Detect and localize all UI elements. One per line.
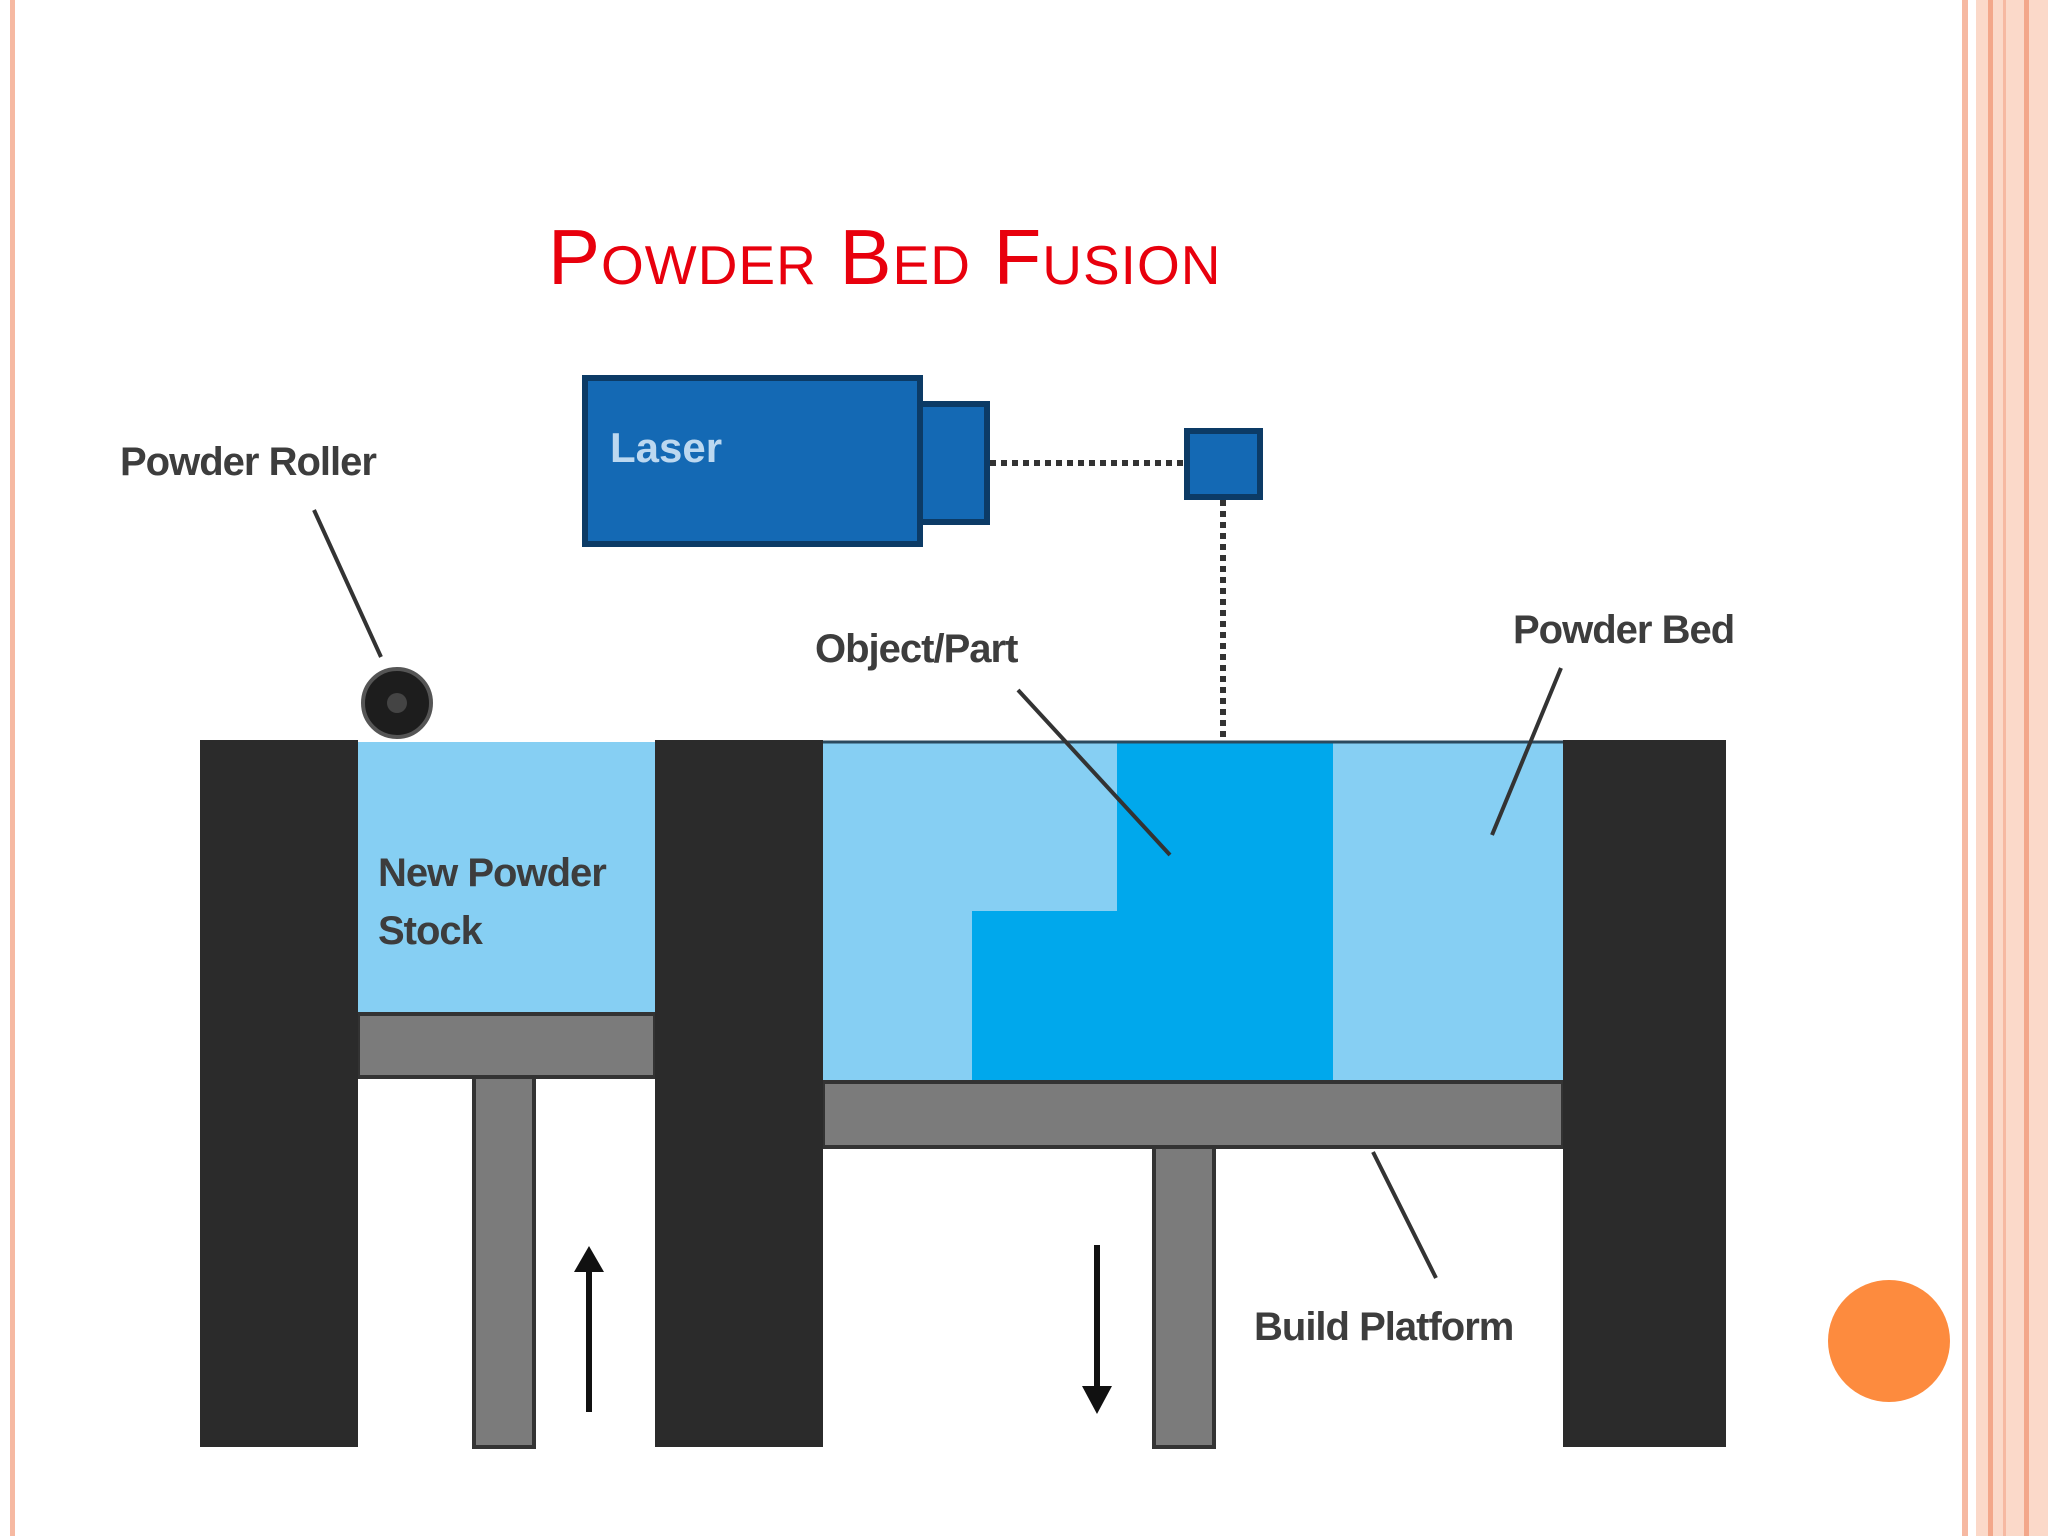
right-outer-wall [1563,740,1726,1447]
down-arrow-icon [1082,1386,1112,1414]
left-frame-border [10,0,15,1536]
center-wall [655,740,823,1447]
laser-label: Laser [610,424,722,471]
object-part-label: Object/Part [815,627,1018,671]
powder-bed-pointer [1490,667,1563,836]
powder-bed-label: Powder Bed [1513,608,1734,652]
build-platform [821,1080,1565,1149]
build-platform-pointer [1371,1151,1438,1279]
left-outer-wall [200,740,358,1447]
orange-decorative-dot [1828,1280,1950,1402]
up-arrow-icon [574,1246,604,1272]
right-frame-stripe-1 [1988,0,1993,1536]
right-frame-border [1962,0,1968,1536]
powder-stock [358,742,655,1014]
right-frame-stripe-2 [2003,0,2006,1536]
slide-title: Powder Bed Fusion [548,213,1222,301]
powder-roller-hub [387,693,407,713]
stock-piston [472,1075,536,1449]
powder-roller-label: Powder Roller [120,440,376,484]
right-frame-stripe-3 [2024,0,2029,1536]
object-part-pointer [1016,688,1172,857]
new-powder-stock-label-line1: New Powder [378,851,606,895]
new-powder-stock-label-line2: Stock [378,909,484,953]
laser-nozzle [917,401,990,525]
object-part [972,742,1333,1082]
stock-platform [356,1012,657,1079]
build-piston [1152,1145,1216,1449]
powder-roller-pointer [312,509,383,658]
mirror-scanner [1184,428,1263,500]
build-platform-label: Build Platform [1254,1305,1513,1349]
